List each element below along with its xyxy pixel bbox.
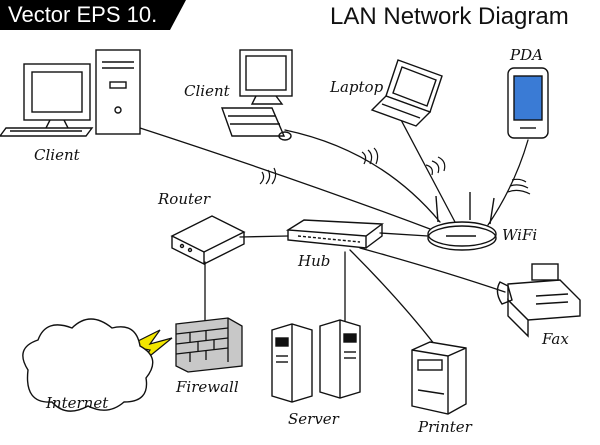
diagram-title: LAN Network Diagram xyxy=(330,3,569,30)
firewall-icon xyxy=(175,317,243,373)
client-desktop-icon xyxy=(0,49,141,137)
wireless-waves xyxy=(259,147,531,195)
hub-icon xyxy=(285,219,384,249)
label-hub: Hub xyxy=(298,252,331,270)
label-server: Server xyxy=(288,410,339,428)
wifi-router-icon xyxy=(427,192,497,251)
label-fax: Fax xyxy=(542,330,569,348)
link-hub-printer xyxy=(349,249,436,346)
link-client-wifi xyxy=(139,127,439,233)
link-pda-wifi xyxy=(487,139,529,226)
router-icon xyxy=(170,215,246,266)
fax-icon xyxy=(496,263,581,338)
label-laptop: Laptop xyxy=(330,78,384,96)
laptop-icon xyxy=(370,59,443,127)
label-pda: PDA xyxy=(510,46,543,64)
link-hub-wifi xyxy=(379,232,429,237)
printer-icon xyxy=(411,341,467,415)
client-workstation-icon xyxy=(221,49,293,141)
badge-background xyxy=(0,0,186,30)
pda-icon xyxy=(507,67,549,139)
connection-lines xyxy=(139,117,529,346)
link-hub-fax xyxy=(359,247,506,293)
version-badge: Vector EPS 10. xyxy=(0,0,186,30)
label-wifi: WiFi xyxy=(502,226,538,244)
label-router: Router xyxy=(158,190,211,208)
version-badge-text: Vector EPS 10. xyxy=(8,2,158,27)
label-client-workstation: Client xyxy=(184,82,230,100)
label-firewall: Firewall xyxy=(176,378,239,396)
lightning-bolt-icon xyxy=(126,329,173,365)
server-icon xyxy=(271,319,361,403)
label-printer: Printer xyxy=(418,418,472,436)
internet-cloud-icon xyxy=(22,318,154,412)
link-router-hub xyxy=(239,235,289,238)
link-laptop-wifi xyxy=(399,117,456,223)
link-workstation-wifi xyxy=(284,129,441,223)
label-client-desktop: Client xyxy=(34,146,80,164)
label-internet: Internet xyxy=(46,394,109,412)
